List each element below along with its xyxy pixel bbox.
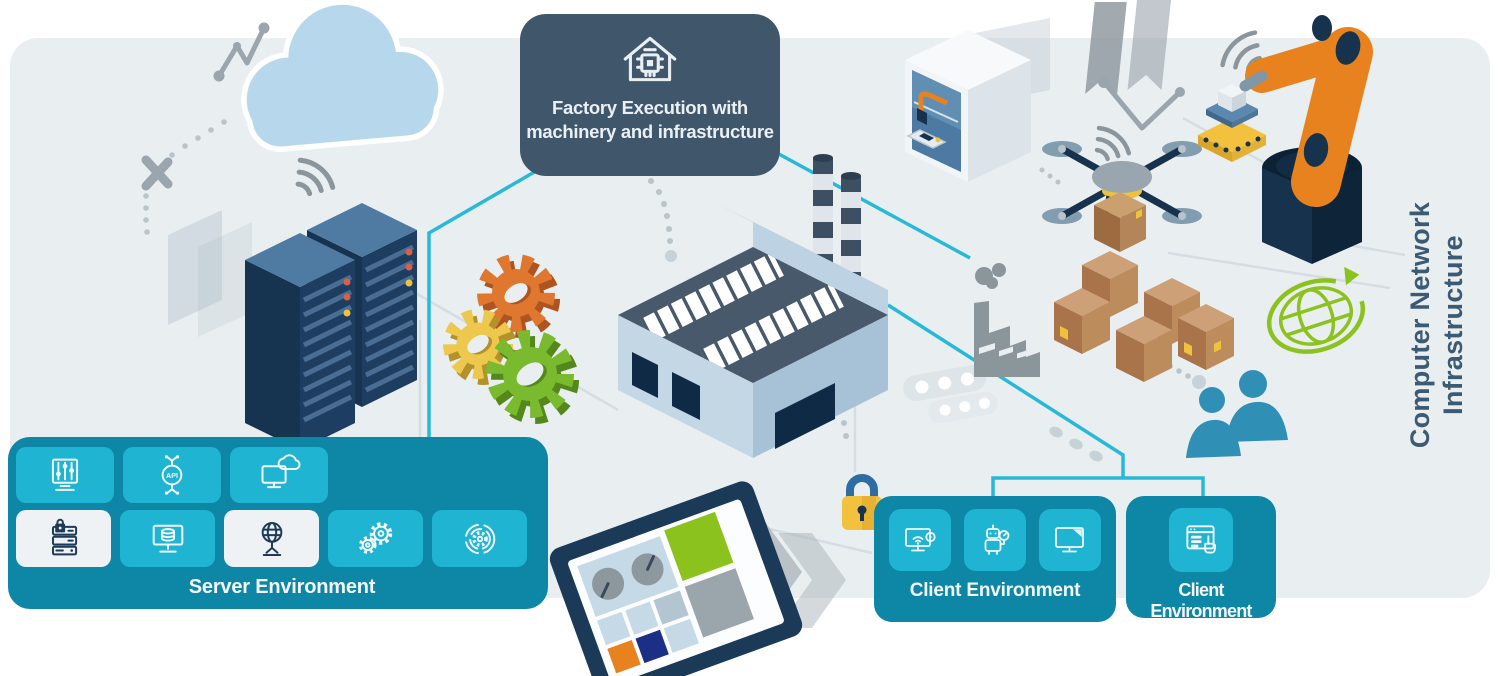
api-icon: API [161,455,183,495]
browser-click-icon [1186,525,1217,554]
server-environment-label: Server Environment [188,576,376,598]
dotted-trails [143,119,1206,462]
database-monitor-icon [152,524,183,553]
server-tile-network-globe [224,510,319,567]
banner-title-line2: machinery and infrastructure [526,121,774,142]
cloud-monitor-icon [261,454,301,489]
desktop-monitor-icon [1055,527,1084,553]
trend-line-icon [213,22,270,82]
printer-cube-illustration [905,30,1031,182]
boxes-illustration [1054,251,1234,382]
cloud-illustration [241,0,444,152]
wifi-arcs-icon [295,157,336,197]
client-tile-robot-assistant [964,509,1026,571]
settings-sync-icon [464,523,495,554]
client-environment-panel-2: Client Environment [1126,496,1276,621]
drone-illustration [1042,125,1202,252]
robot-arm-illustration [1198,15,1373,264]
server-tile-secure-server [16,510,111,567]
server-tile-cloud-monitor [230,447,328,503]
side-title: Computer Network Infrastructure [1404,202,1470,448]
wifi-monitor-icon [905,528,936,552]
server-tile-api: API [123,447,221,503]
banner-title: Factory Execution with machinery and inf… [526,96,774,144]
banner-title-line1: Factory Execution with [552,97,748,118]
smart-factory-house-chip-icon [623,36,677,82]
x-mark-icon [141,155,173,191]
people-icon [1186,370,1288,458]
robot-assistant-icon [984,524,1010,555]
client-tile-wifi-monitor [889,509,951,571]
side-title-line2: Infrastructure [1438,235,1468,415]
client-tile-monitor [1039,509,1101,571]
client-environment-2-label: Client Environment [1150,580,1252,621]
globe-sync-icon [1266,266,1366,354]
cyan-connectors [427,151,1205,500]
control-panel-icon [51,458,79,491]
bookmark-flags-icon [1085,0,1171,94]
trend-line-icon [1098,76,1185,131]
factory-silhouette-icon [974,263,1040,377]
secure-server-icon [51,518,77,555]
svg-text:API: API [166,472,178,480]
client-environment-panel-1: Client Environment [874,496,1116,622]
side-title-line1: Computer Network [1405,201,1435,449]
factory-execution-banner: Factory Execution with machinery and inf… [520,14,780,176]
factory-illustration [618,154,888,458]
client-environment-1-label: Client Environment [909,580,1081,601]
server-tile-settings-sync [432,510,527,567]
control-tablet-illustration [549,481,803,676]
client-tile-browser-click [1169,508,1233,572]
server-racks-illustration [245,203,417,450]
gears-illustration [443,254,579,424]
server-tile-control-panel [16,447,114,503]
server-tile-gears [328,510,423,567]
server-tile-database-monitor [120,510,215,567]
gears-icon [358,521,392,554]
padlock-icon [842,474,882,530]
network-globe-icon [261,521,282,556]
server-environment-panel: API [8,437,548,609]
